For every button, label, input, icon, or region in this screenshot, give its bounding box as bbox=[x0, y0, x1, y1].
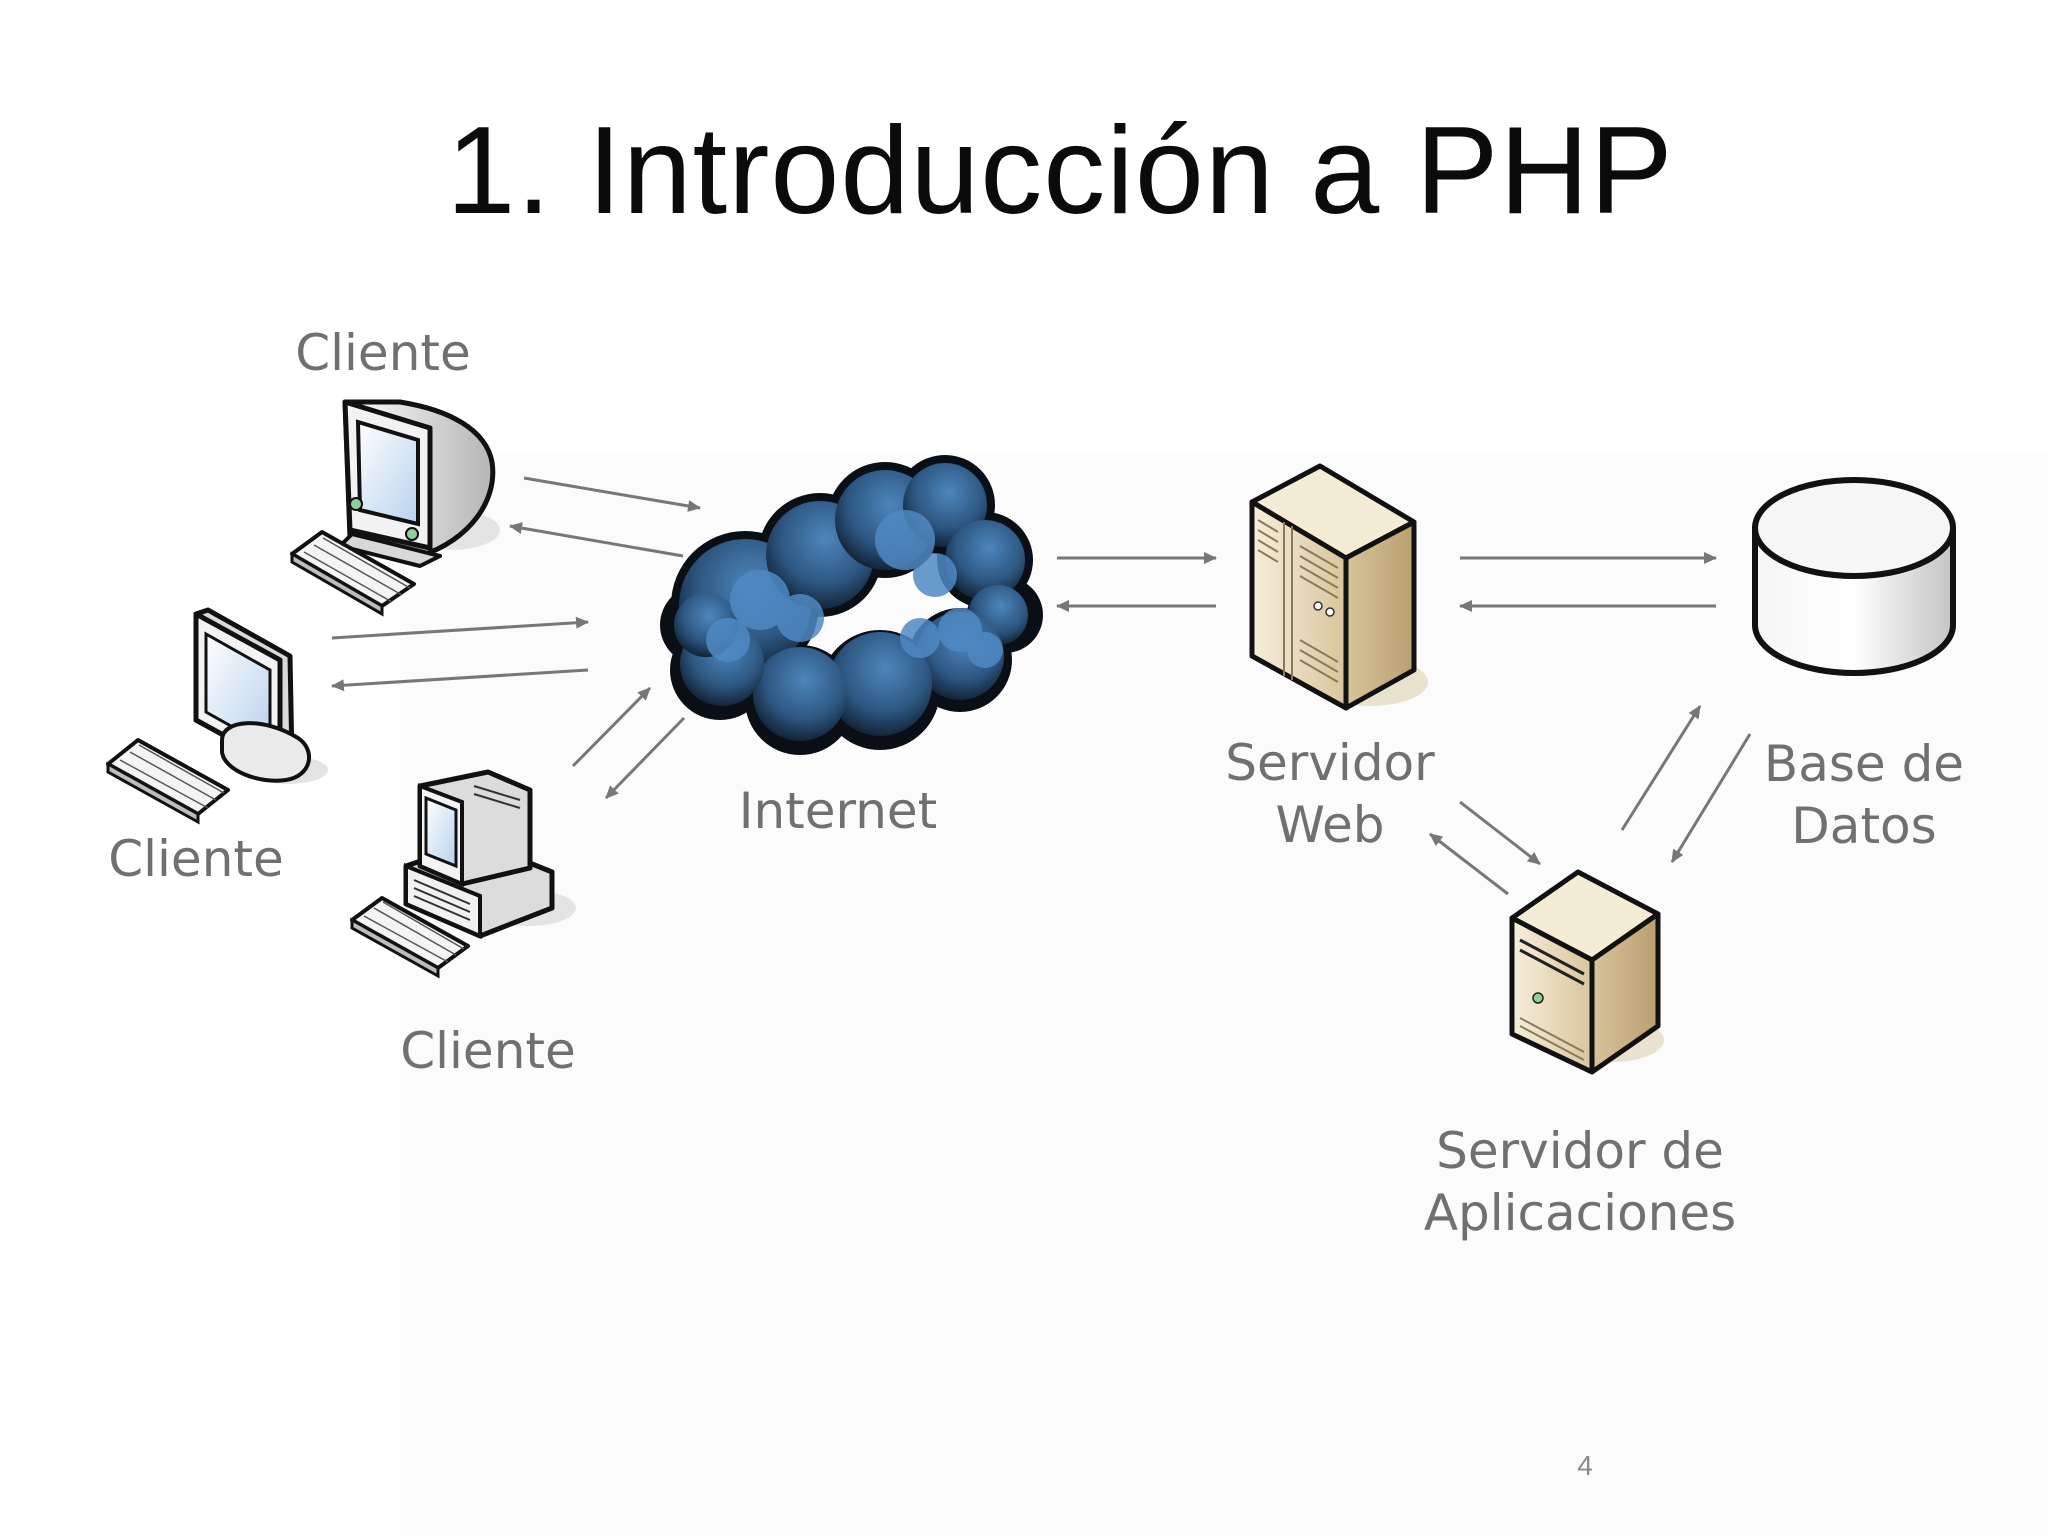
label-client-1: Cliente bbox=[295, 324, 471, 382]
crt-monitor-computer-icon bbox=[290, 399, 500, 617]
database-cylinder-icon bbox=[1752, 477, 1956, 676]
tower-server-icon bbox=[1249, 463, 1428, 711]
label-app-server-line1: Servidor de bbox=[1436, 1122, 1724, 1180]
arrow-client2-to-internet bbox=[331, 616, 589, 640]
cloud-icon bbox=[660, 455, 1043, 755]
arrow-client1-to-internet bbox=[523, 476, 701, 512]
label-web-server-line2: Web bbox=[1275, 796, 1385, 854]
label-app-server: Servidor de Aplicaciones bbox=[1410, 1120, 1750, 1244]
slide-title: 1. Introducción a PHP bbox=[446, 102, 1674, 240]
page-number: 4 bbox=[1577, 1450, 1593, 1481]
label-database: Base de Datos bbox=[1724, 733, 2004, 857]
label-web-server: Servidor Web bbox=[1190, 732, 1470, 856]
label-internet: Internet bbox=[738, 782, 938, 840]
arrow-appserver-to-webserver bbox=[1429, 832, 1509, 896]
label-web-server-line1: Servidor bbox=[1225, 734, 1435, 792]
label-database-line2: Datos bbox=[1791, 797, 1937, 855]
label-app-server-line2: Aplicaciones bbox=[1423, 1184, 1737, 1242]
lcd-monitor-computer-icon bbox=[106, 607, 328, 825]
arrow-webserver-to-appserver bbox=[1459, 800, 1541, 866]
arrow-internet-to-client2 bbox=[331, 668, 589, 692]
label-client-2: Cliente bbox=[108, 830, 284, 888]
label-client-3: Cliente bbox=[400, 1022, 576, 1080]
arrow-client3-to-internet bbox=[571, 686, 652, 768]
desktop-computer-icon bbox=[350, 769, 576, 979]
app-server-icon bbox=[1509, 869, 1664, 1075]
arrow-internet-to-client3 bbox=[604, 716, 686, 800]
label-database-line1: Base de bbox=[1763, 735, 1965, 793]
arrow-database-to-appserver bbox=[1670, 733, 1752, 863]
arrow-appserver-to-database bbox=[1620, 705, 1702, 831]
arrow-internet-to-client1 bbox=[509, 522, 684, 558]
